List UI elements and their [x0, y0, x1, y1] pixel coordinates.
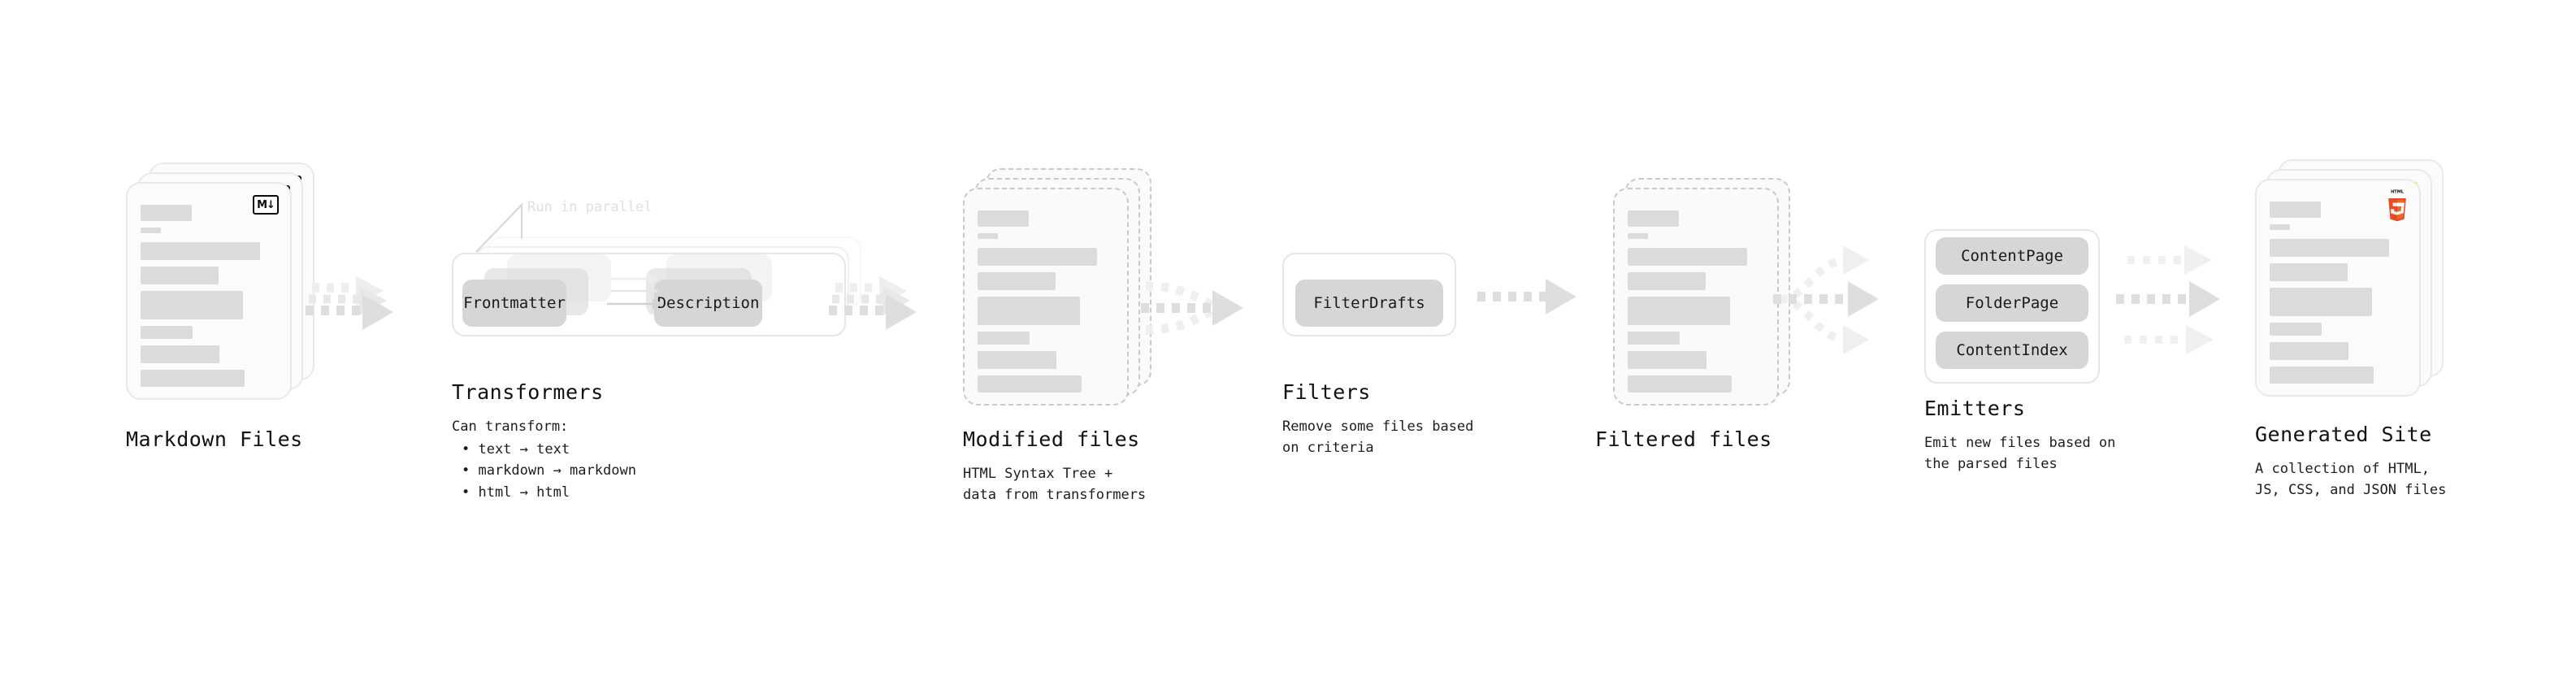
- emitter-chip-contentpage[interactable]: ContentPage: [1936, 237, 2088, 275]
- transformer-chip-description[interactable]: Description: [654, 280, 762, 327]
- arrow-filtered-to-emitters: [1773, 245, 1879, 354]
- modified-file-card-front: [963, 188, 1129, 406]
- emitter-chip-contentindex[interactable]: ContentIndex: [1936, 332, 2088, 369]
- filter-chip-filterdrafts[interactable]: FilterDrafts: [1295, 280, 1443, 327]
- emitter-chip-folderpage[interactable]: FolderPage: [1936, 284, 2088, 322]
- transformer-chip-frontmatter[interactable]: Frontmatter: [462, 280, 566, 327]
- transformer-internal-arrows: [607, 273, 664, 310]
- bullet-text-to-text: • text → text: [462, 441, 570, 458]
- stage-subtitle-generated-site: A collection of HTML, JS, CSS, and JSON …: [2255, 461, 2447, 499]
- file-content-placeholder: [1628, 210, 1758, 399]
- generated-file-card-html: HTML: [2255, 179, 2421, 397]
- markdown-badge-icon: M↓: [253, 195, 279, 215]
- stage-subtitle-filters: Remove some files based on criteria: [1282, 419, 1474, 457]
- run-in-parallel-annotation: Run in parallel: [527, 199, 653, 215]
- stage-title-emitters: Emitters: [1924, 397, 2026, 420]
- stage-subtitle-modified-files: HTML Syntax Tree + data from transformer…: [963, 466, 1147, 504]
- bullet-html-to-html: • html → html: [462, 484, 570, 501]
- filtered-file-card-front: [1613, 188, 1779, 406]
- file-content-placeholder: [978, 210, 1108, 399]
- html5-badge-icon: HTML: [2385, 190, 2409, 222]
- stage-title-filtered-files: Filtered files: [1595, 427, 1772, 451]
- file-content-placeholder: [2270, 202, 2400, 390]
- stage-subtitle-transformers: Can transform:: [452, 419, 569, 435]
- markdown-file-card-front: M↓: [126, 182, 292, 400]
- arrow-transformers-to-modified: [829, 276, 917, 330]
- stage-title-markdown-files: Markdown Files: [126, 427, 303, 451]
- arrow-markdown-to-transformers: [306, 276, 393, 330]
- svg-text:HTML: HTML: [2391, 190, 2405, 195]
- transformers-bullet-list: • text → text • markdown → markdown • ht…: [462, 439, 636, 503]
- stage-title-filters: Filters: [1282, 380, 1371, 404]
- run-in-parallel-leader-line: [475, 202, 523, 253]
- stage-title-modified-files: Modified files: [963, 427, 1140, 451]
- arrow-filters-to-filtered: [1477, 279, 1576, 314]
- file-content-placeholder: [141, 205, 271, 393]
- arrow-modified-to-filters: [1141, 281, 1243, 335]
- stage-title-generated-site: Generated Site: [2255, 423, 2432, 446]
- stage-title-transformers: Transformers: [452, 380, 604, 404]
- stage-subtitle-emitters: Emit new files based on the parsed files: [1924, 435, 2116, 473]
- arrow-emitters-to-site: [2116, 245, 2220, 354]
- bullet-markdown-to-markdown: • markdown → markdown: [462, 462, 636, 479]
